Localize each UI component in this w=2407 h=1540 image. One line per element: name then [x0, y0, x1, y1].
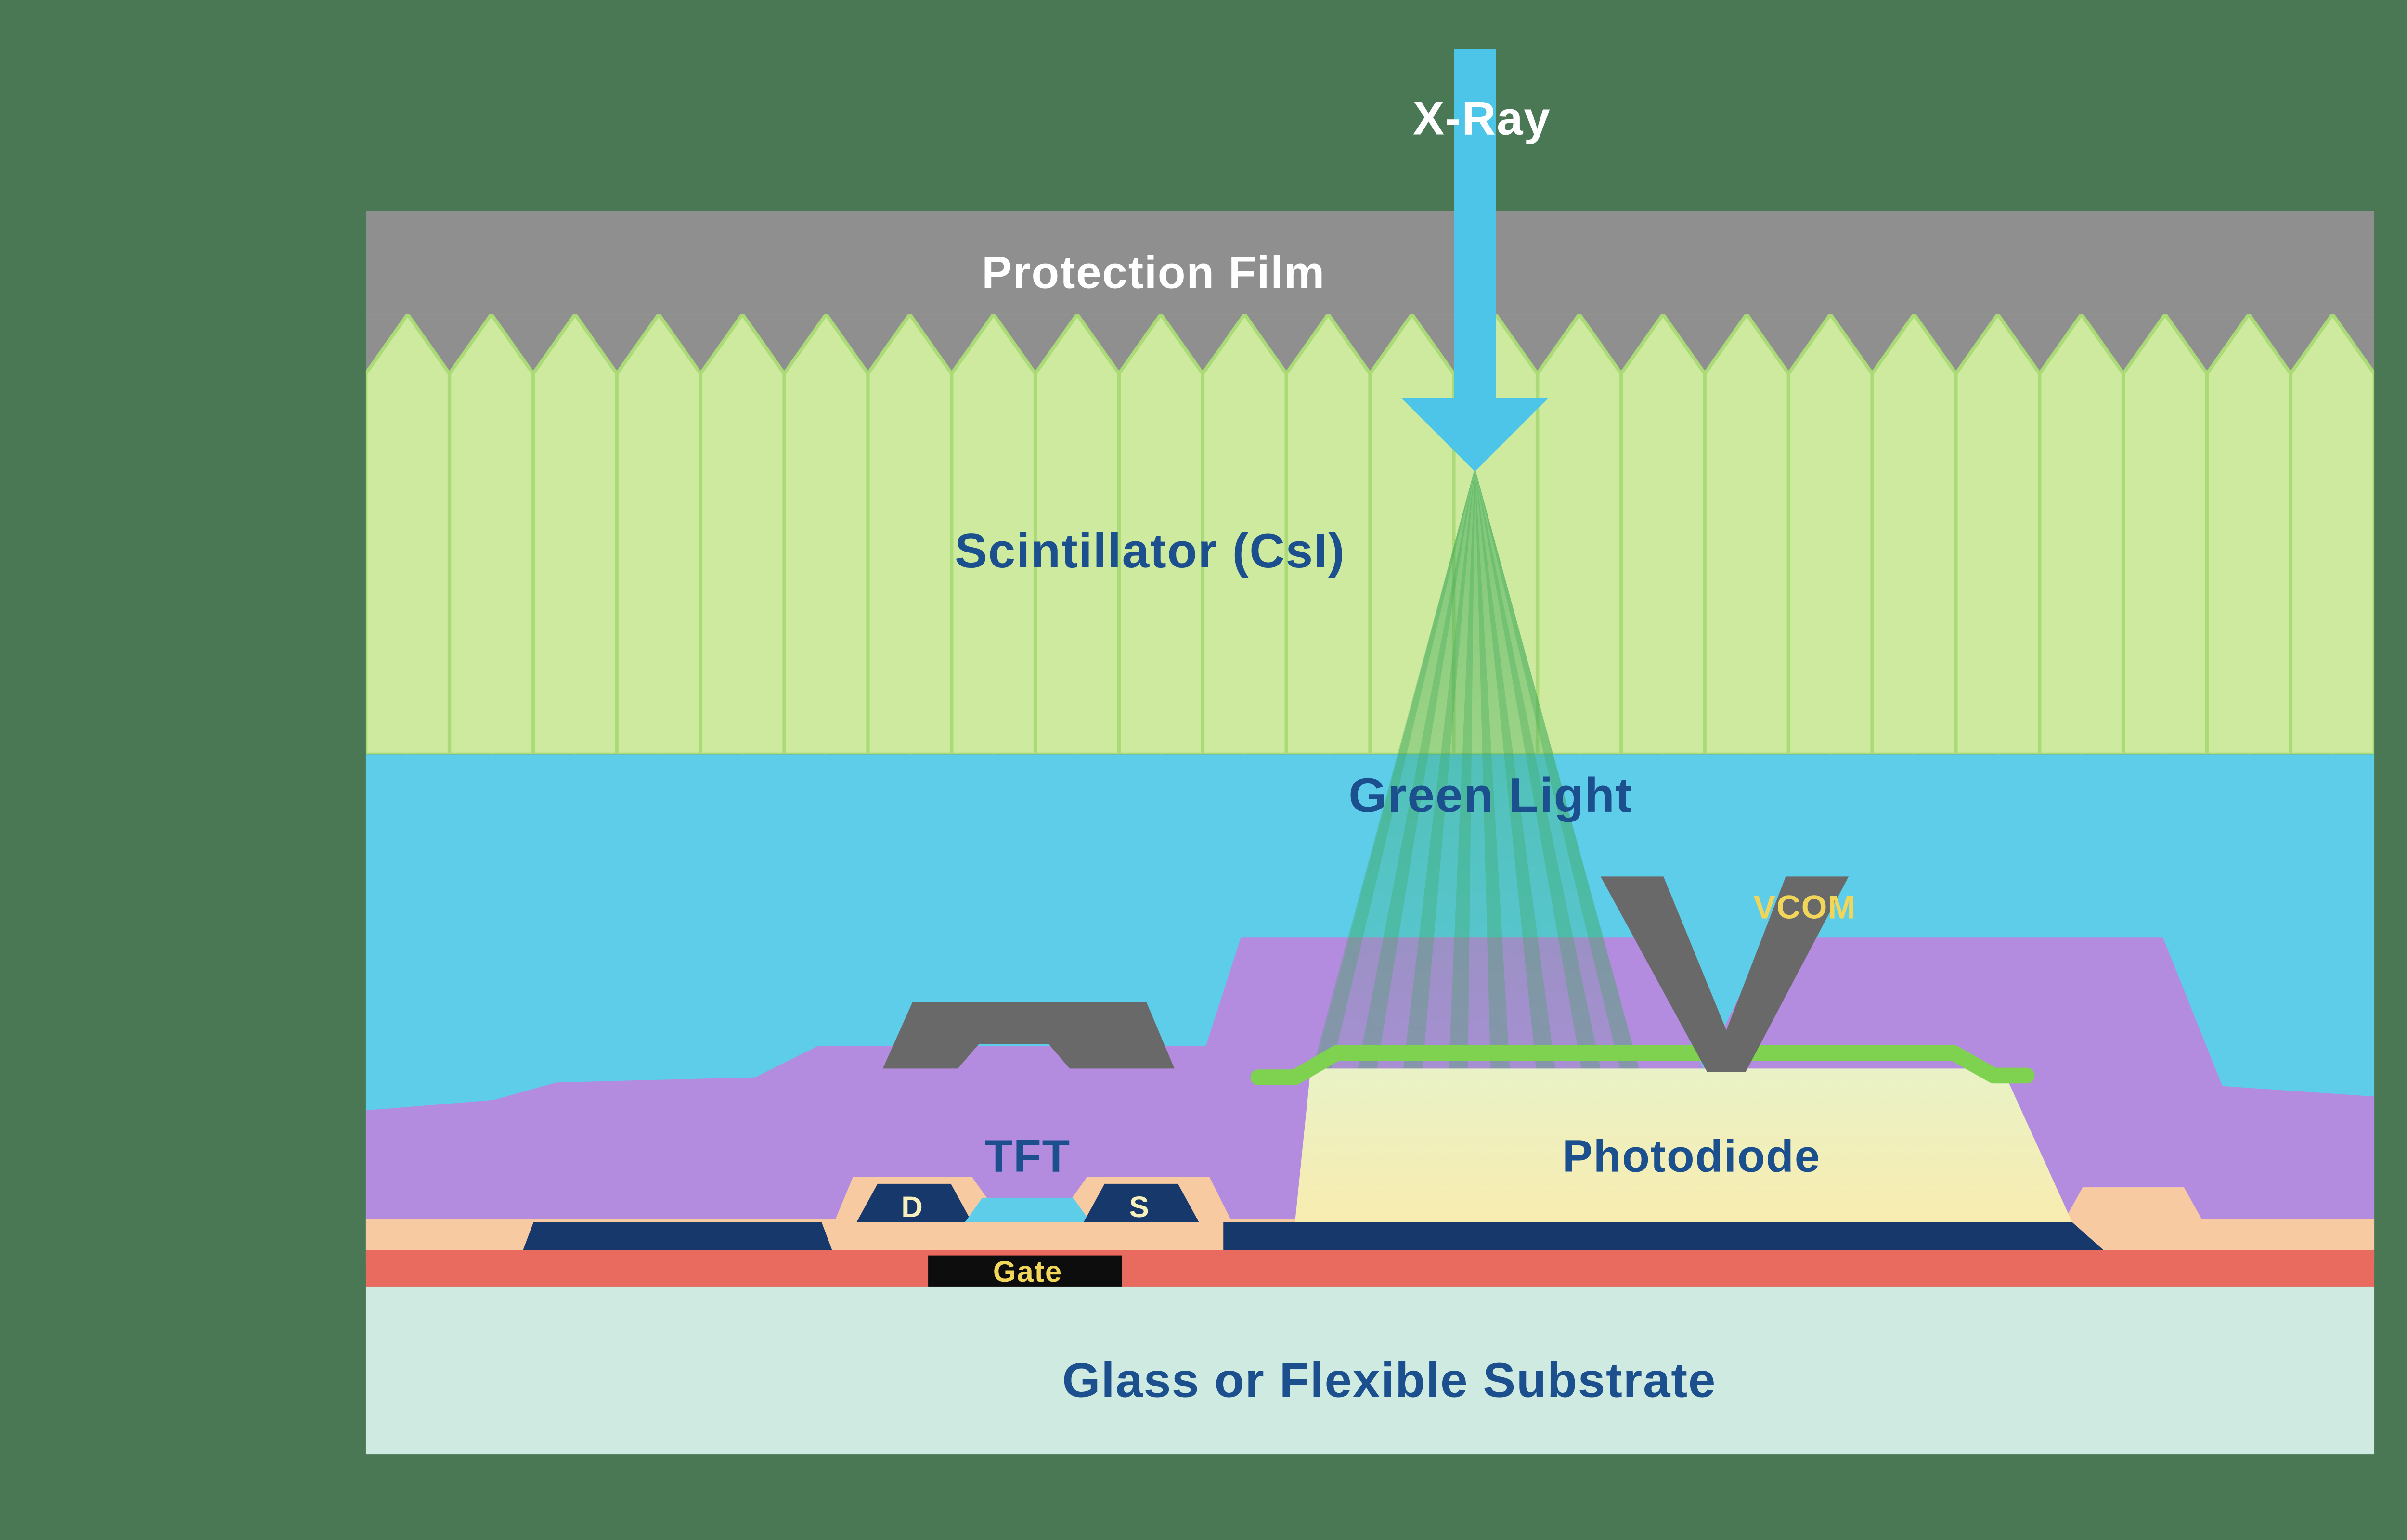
xray-label: X-Ray: [1413, 91, 1551, 144]
left-electrode: [882, 1002, 1175, 1069]
metal-line-right: [1223, 1222, 2104, 1250]
vcom-electrode: [1600, 876, 1849, 1072]
scintillator-layer: [365, 314, 2375, 755]
photodiode-label: Photodiode: [1562, 1130, 1821, 1181]
photodiode-lid: [1250, 1045, 2035, 1085]
photodiode-body: [1294, 1068, 2072, 1222]
xray-arrow: [1401, 49, 1549, 472]
green-light-cone: [1314, 468, 1639, 1069]
tft-label: TFT: [985, 1130, 1071, 1181]
xray-arrow-head: [1401, 398, 1549, 472]
source-label: S: [1129, 1191, 1150, 1224]
protection-film-label: Protection Film: [982, 247, 1325, 298]
vcom-label: VCOM: [1753, 888, 1856, 925]
tft-channel: [965, 1197, 1091, 1222]
labels: X-Ray Protection Film Scintillator (CsI)…: [901, 91, 1856, 1407]
source-pad: [1083, 1183, 1199, 1222]
drain-pad: [856, 1183, 972, 1222]
scintillator-label: Scintillator (CsI): [955, 523, 1346, 578]
substrate-layer: [365, 1286, 2375, 1455]
substrate-label: Glass or Flexible Substrate: [1062, 1352, 1717, 1407]
diagram-panel: [365, 211, 2375, 1455]
drain-label: D: [901, 1191, 923, 1224]
xray-arrow-shaft: [1454, 49, 1496, 405]
metal-line-left: [523, 1222, 832, 1250]
red-layer: [365, 1250, 2375, 1287]
gate-label: Gate: [993, 1255, 1062, 1288]
green-ray: [1475, 468, 1639, 1069]
gate-electrode: [928, 1255, 1122, 1289]
green-light-label: Green Light: [1348, 768, 1632, 822]
